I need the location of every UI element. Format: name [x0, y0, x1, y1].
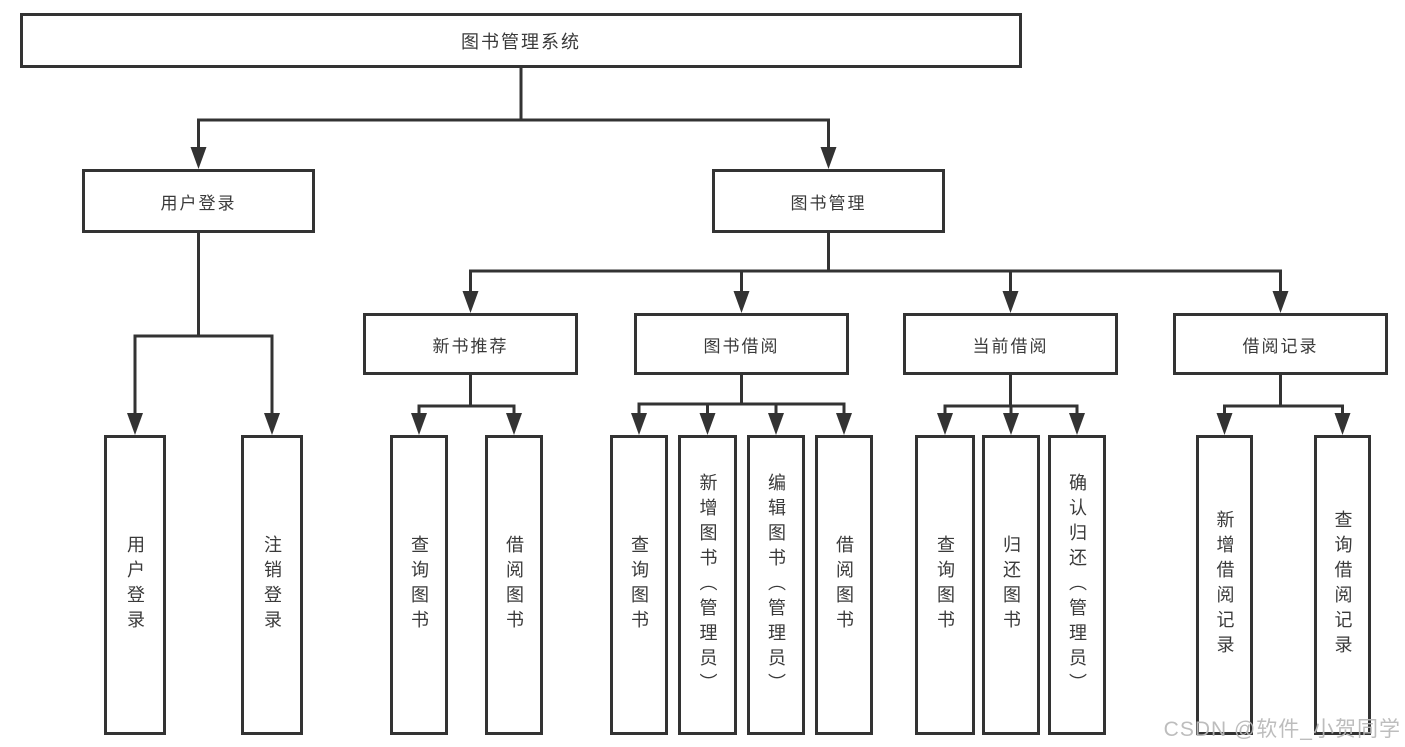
- node-label: 查询借阅记录: [1332, 510, 1353, 660]
- node-label: 查询图书: [409, 535, 429, 635]
- leaf-borrow-books-borrowing: 借阅图书: [815, 435, 873, 735]
- leaf-user-login: 用户登录: [104, 435, 166, 735]
- node-current-borrowing: 当前借阅: [903, 313, 1118, 375]
- node-label: 注销登录: [262, 535, 282, 635]
- node-label: 新增图书（管理员）: [697, 472, 718, 698]
- leaf-edit-book-admin: 编辑图书（管理员）: [747, 435, 805, 735]
- node-label: 用户登录: [125, 535, 145, 635]
- leaf-return-books: 归还图书: [982, 435, 1040, 735]
- leaf-borrow-books-recommend: 借阅图书: [485, 435, 543, 735]
- leaf-query-borrow-record: 查询借阅记录: [1314, 435, 1371, 735]
- leaf-add-borrow-record: 新增借阅记录: [1196, 435, 1253, 735]
- leaf-add-book-admin: 新增图书（管理员）: [678, 435, 737, 735]
- leaf-query-books-borrowing: 查询图书: [610, 435, 668, 735]
- node-label: 图书管理系统: [461, 31, 581, 52]
- node-label: 确认归还（管理员）: [1067, 472, 1087, 698]
- node-label: 当前借阅: [972, 336, 1049, 356]
- node-new-book-recommend: 新书推荐: [363, 313, 578, 375]
- node-borrowing-records: 借阅记录: [1173, 313, 1388, 375]
- leaf-query-books-current: 查询图书: [915, 435, 975, 735]
- node-label: 查询图书: [629, 535, 649, 635]
- leaf-query-books-recommend: 查询图书: [390, 435, 448, 735]
- node-label: 新书推荐: [432, 336, 509, 356]
- node-book-borrowing: 图书借阅: [634, 313, 849, 375]
- node-label: 图书借阅: [703, 336, 780, 356]
- node-label: 借阅图书: [834, 535, 854, 635]
- leaf-confirm-return-admin: 确认归还（管理员）: [1048, 435, 1106, 735]
- node-label: 查询图书: [935, 535, 955, 635]
- node-label: 新增借阅记录: [1214, 510, 1235, 660]
- node-library-system: 图书管理系统: [20, 13, 1022, 68]
- node-user-login: 用户登录: [82, 169, 315, 233]
- watermark: CSDN @软件_小贺同学: [1163, 718, 1401, 741]
- node-label: 借阅记录: [1242, 336, 1319, 356]
- node-label: 归还图书: [1001, 535, 1021, 635]
- leaf-logout: 注销登录: [241, 435, 303, 735]
- node-book-management: 图书管理: [712, 169, 945, 233]
- node-label: 图书管理: [790, 193, 867, 213]
- node-label: 借阅图书: [504, 535, 524, 635]
- node-label: 用户登录: [160, 193, 237, 213]
- node-label: 编辑图书（管理员）: [766, 472, 786, 698]
